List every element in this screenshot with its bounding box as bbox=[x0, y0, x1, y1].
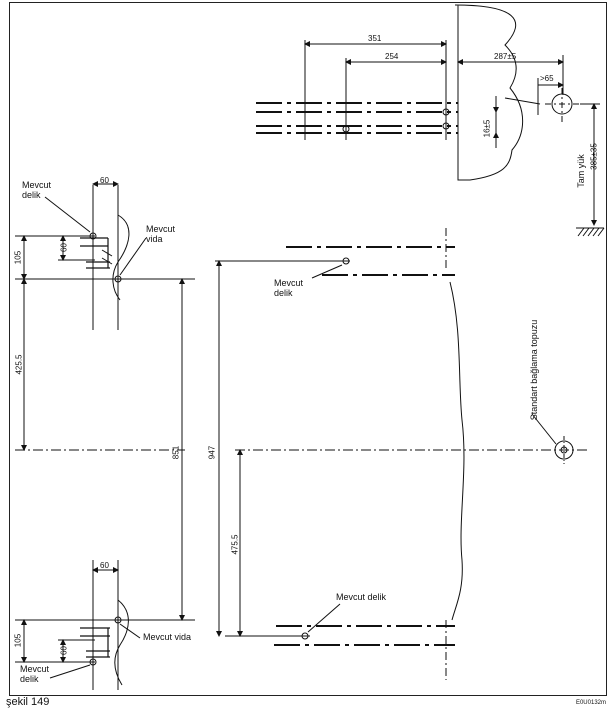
dimension-385: 385±35 bbox=[589, 143, 599, 170]
label-mevcut-delik-bottom-left: Mevcut delik bbox=[20, 664, 50, 684]
dimension-60-bottom-side: 60 bbox=[59, 646, 69, 655]
label-mevcut-vida-top: Mevcut vida bbox=[146, 224, 176, 244]
top-right-detail bbox=[256, 4, 605, 237]
figure-caption: şekil 149 bbox=[6, 696, 50, 708]
label-standart-baglama: Standart bağlama topuzu bbox=[529, 319, 539, 421]
dimension-60-top-side: 60 bbox=[59, 243, 69, 252]
dimension-287: 287±5 bbox=[494, 52, 517, 61]
dimension-947: 947 bbox=[207, 445, 217, 460]
center-main-view bbox=[215, 228, 590, 680]
dimension-475: 475.5 bbox=[230, 534, 240, 555]
dimension-65: >65 bbox=[540, 74, 554, 83]
dimension-60-top: 60 bbox=[100, 176, 109, 185]
label-mevcut-delik-center: Mevcut delik bbox=[274, 278, 304, 298]
drawing-frame bbox=[9, 2, 607, 696]
dimension-16: 16±5 bbox=[482, 119, 492, 138]
dimension-254: 254 bbox=[385, 52, 399, 61]
bottom-left-detail bbox=[15, 560, 195, 690]
label-mevcut-delik-bottom: Mevcut delik bbox=[336, 592, 387, 602]
top-left-detail bbox=[15, 181, 195, 621]
dimension-851: 851 bbox=[171, 445, 181, 460]
dimension-105-bottom: 105 bbox=[13, 633, 23, 648]
label-mevcut-vida-bottom: Mevcut vida bbox=[143, 632, 192, 642]
dimension-351: 351 bbox=[368, 34, 382, 43]
reference-code: E0U0132m bbox=[575, 700, 606, 706]
label-tam-yuk: Tam yük bbox=[576, 154, 586, 188]
dimension-425: 425.5 bbox=[14, 354, 24, 375]
label-mevcut-delik-top-left: Mevcut delik bbox=[22, 180, 52, 200]
dimension-60-bottom: 60 bbox=[100, 561, 109, 570]
dimension-105-top: 105 bbox=[13, 250, 23, 265]
